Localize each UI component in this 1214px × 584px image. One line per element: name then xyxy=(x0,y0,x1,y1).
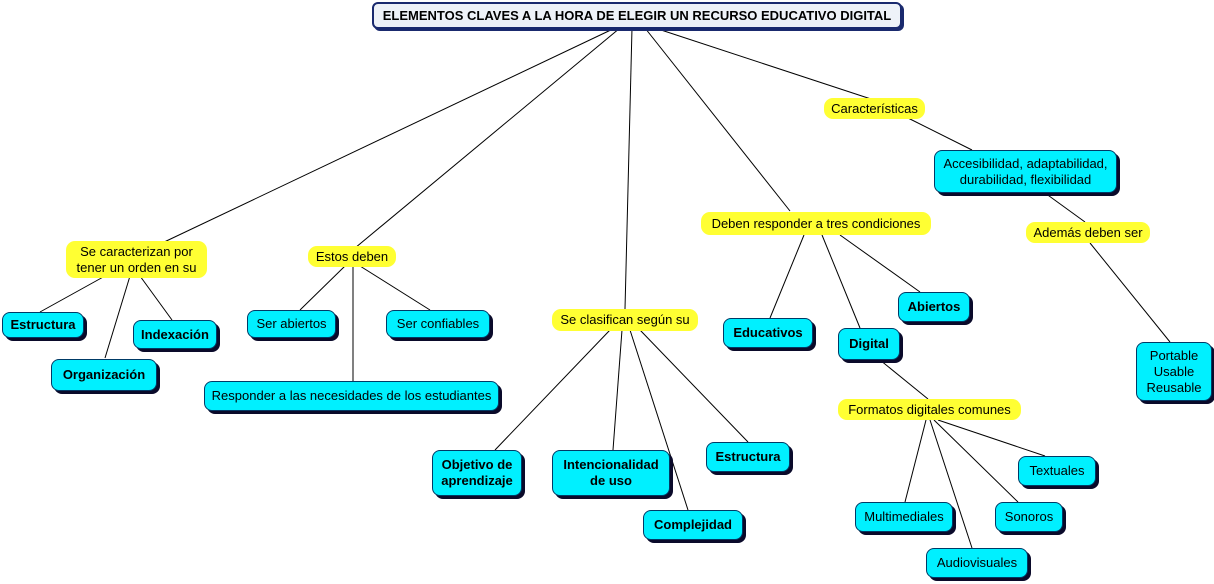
link-ademas: Además deben ser xyxy=(1026,222,1150,243)
concept-digital: Digital xyxy=(838,328,900,360)
link-formatos: Formatos digitales comunes xyxy=(838,399,1021,420)
concept-educativos: Educativos xyxy=(723,318,813,348)
link-estos-deben: Estos deben xyxy=(308,246,396,267)
concept-multimediales: Multimediales xyxy=(855,502,953,532)
concept-audiovisuales: Audiovisuales xyxy=(926,548,1028,578)
root-title: ELEMENTOS CLAVES A LA HORA DE ELEGIR UN … xyxy=(372,2,902,29)
concept-estructura-orden: Estructura xyxy=(2,312,84,338)
link-caracterizan: Se caracterizan por tener un orden en su xyxy=(66,241,207,278)
concept-complejidad: Complejidad xyxy=(643,510,743,540)
concept-estructura-clasificacion: Estructura xyxy=(706,442,790,472)
link-caracteristicas: Características xyxy=(824,98,925,119)
concept-objetivo-aprendizaje: Objetivo de aprendizaje xyxy=(432,450,522,496)
concept-ser-confiables: Ser confiables xyxy=(386,310,490,338)
concept-intencionalidad: Intencionalidad de uso xyxy=(552,450,670,496)
concept-accesibilidad: Accesibilidad, adaptabilidad, durabilida… xyxy=(934,150,1117,193)
concept-sonoros: Sonoros xyxy=(995,502,1063,532)
concept-abiertos: Abiertos xyxy=(898,292,970,322)
concept-ser-abiertos: Ser abiertos xyxy=(247,310,336,338)
concept-portable-usable-reusable: Portable Usable Reusable xyxy=(1136,342,1212,401)
concept-indexacion: Indexación xyxy=(133,320,217,349)
link-condiciones: Deben responder a tres condiciones xyxy=(701,212,931,235)
concept-textuales: Textuales xyxy=(1018,456,1096,486)
link-clasifican: Se clasifican según su xyxy=(552,309,698,331)
concept-organizacion: Organización xyxy=(51,359,157,391)
concept-responder-necesidades: Responder a las necesidades de los estud… xyxy=(204,381,499,411)
